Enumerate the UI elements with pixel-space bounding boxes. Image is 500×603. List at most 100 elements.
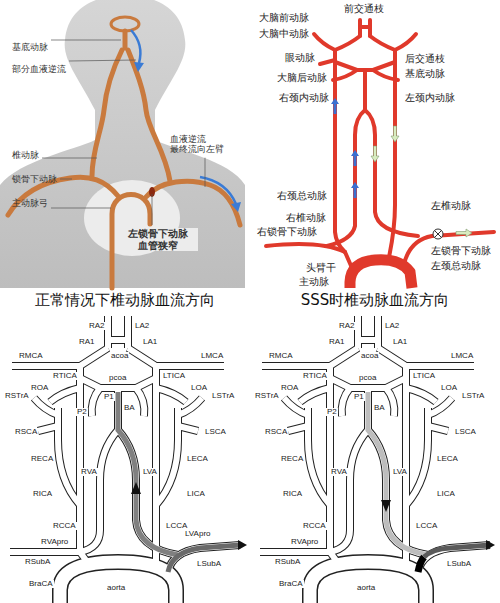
artery-label: aorta bbox=[356, 584, 376, 592]
leader-line bbox=[69, 60, 136, 61]
artery-label: LOA bbox=[440, 384, 458, 392]
flow-overlay bbox=[131, 482, 141, 494]
artery-label: 部分血液逆流 bbox=[12, 64, 66, 74]
artery bbox=[111, 17, 139, 31]
artery-label: LSTrA bbox=[461, 392, 485, 400]
artery-label: 左颈总动脉 bbox=[430, 260, 482, 272]
head-illustration bbox=[0, 0, 245, 288]
flow-arrow bbox=[131, 30, 140, 63]
artery-label: 右颈总动脉 bbox=[276, 190, 328, 202]
artery-label: LOA bbox=[190, 384, 208, 392]
artery bbox=[365, 110, 418, 236]
flow-overlay bbox=[118, 392, 247, 572]
artery-label: BA bbox=[373, 404, 386, 412]
flow-overlay bbox=[368, 392, 428, 555]
artery-label: BraCA bbox=[278, 580, 304, 588]
artery-label: 主动脉弓 bbox=[12, 198, 48, 208]
artery bbox=[335, 50, 345, 252]
artery-label: 前交通枝 bbox=[343, 3, 385, 15]
vessel-schematic bbox=[260, 316, 490, 572]
artery bbox=[266, 244, 345, 252]
vessel-schematic bbox=[260, 316, 490, 572]
panel-title: SSS时椎动脉血流方向 bbox=[301, 292, 450, 309]
artery-label: RVApro bbox=[290, 538, 319, 546]
vessel-schematic bbox=[10, 316, 240, 572]
artery-label: LSCA bbox=[454, 428, 477, 436]
artery bbox=[92, 50, 122, 176]
flow-arrow bbox=[351, 150, 359, 166]
artery-label: LSubA bbox=[196, 560, 222, 568]
artery-label: RMCA bbox=[18, 352, 44, 360]
flow-overlay bbox=[238, 540, 247, 550]
artery bbox=[373, 62, 395, 70]
body-silhouette bbox=[0, 0, 245, 288]
artery-label: RSTrA bbox=[254, 392, 280, 400]
artery-label: P1 bbox=[353, 393, 365, 401]
artery-label: 左锁骨下动脉 bbox=[430, 245, 492, 257]
artery-label: 左锁骨下动脉 血管狭窄 bbox=[118, 228, 198, 251]
artery-label: 头臂干 bbox=[305, 262, 337, 274]
flow-overlay bbox=[168, 545, 240, 572]
artery-label: LA1 bbox=[142, 338, 158, 346]
flow-overlay bbox=[424, 545, 490, 557]
flow-arrow bbox=[231, 202, 241, 212]
artery-label: 大脑中动脉 bbox=[258, 28, 310, 40]
artery-label: RA1 bbox=[78, 338, 96, 346]
leader-line bbox=[205, 158, 206, 187]
artery bbox=[128, 50, 170, 181]
artery-label: P2 bbox=[326, 408, 338, 416]
artery bbox=[123, 31, 128, 48]
vessel-schematic bbox=[60, 562, 176, 603]
artery-label: BraCA bbox=[28, 580, 54, 588]
artery-label: 基底动脉 bbox=[12, 42, 48, 52]
artery-label: RSCA bbox=[264, 428, 288, 436]
artery-label: RSubA bbox=[24, 558, 51, 566]
artery-label: RA2 bbox=[88, 322, 106, 330]
artery bbox=[266, 20, 494, 288]
artery-label: 锁骨下动脉 bbox=[12, 174, 57, 184]
flow-overlay bbox=[486, 540, 495, 550]
artery-label: pcoa bbox=[108, 374, 127, 382]
artery-label: 右椎动脉 bbox=[285, 212, 327, 224]
artery-label: LCCA bbox=[415, 522, 438, 530]
artery-label: LSCA bbox=[204, 428, 227, 436]
artery-label: 基底动脉 bbox=[404, 68, 446, 80]
artery-label: ROA bbox=[30, 384, 49, 392]
reverse-flow-arrow bbox=[456, 229, 472, 237]
artery-label: LTICA bbox=[162, 372, 186, 380]
vessel-schematic bbox=[310, 562, 426, 603]
artery-label: RA2 bbox=[338, 322, 356, 330]
artery-label: LECA bbox=[186, 455, 209, 463]
flow-overlay bbox=[118, 392, 178, 555]
artery-label: RCCA bbox=[302, 522, 327, 530]
flow-arrow bbox=[131, 30, 241, 212]
artery-label: LVApro bbox=[184, 530, 212, 538]
vessel-schematic bbox=[10, 316, 490, 603]
occlusion-symbol bbox=[433, 229, 443, 239]
leader-line bbox=[51, 40, 121, 41]
artery-label: aorta bbox=[106, 584, 126, 592]
artery-label: LSubA bbox=[446, 560, 472, 568]
vessel-schematic bbox=[310, 562, 426, 603]
artery bbox=[335, 36, 360, 50]
flow-overlay bbox=[418, 557, 424, 572]
artery bbox=[8, 17, 240, 288]
flow-arrow bbox=[351, 182, 359, 198]
artery-label: LVA bbox=[392, 468, 408, 476]
leader-line bbox=[60, 179, 72, 180]
artery-label: LICA bbox=[436, 490, 456, 498]
artery-label: LTICA bbox=[412, 372, 436, 380]
artery bbox=[350, 260, 412, 288]
occlusion-symbol bbox=[435, 231, 442, 238]
flow-arrow bbox=[134, 62, 144, 72]
leader-line bbox=[152, 194, 153, 225]
artery-label: 大脑后动脉 bbox=[276, 72, 328, 84]
artery-label: LA1 bbox=[392, 338, 408, 346]
reverse-flow-arrow bbox=[371, 126, 472, 237]
artery-label: 左椎动脉 bbox=[430, 200, 472, 212]
artery-label: 血液逆流 最终流向左臂 bbox=[170, 134, 236, 155]
reverse-flow-arrow bbox=[371, 146, 379, 162]
artery-label: RTICA bbox=[302, 372, 328, 380]
artery-label: LECA bbox=[436, 455, 459, 463]
artery bbox=[360, 25, 370, 29]
